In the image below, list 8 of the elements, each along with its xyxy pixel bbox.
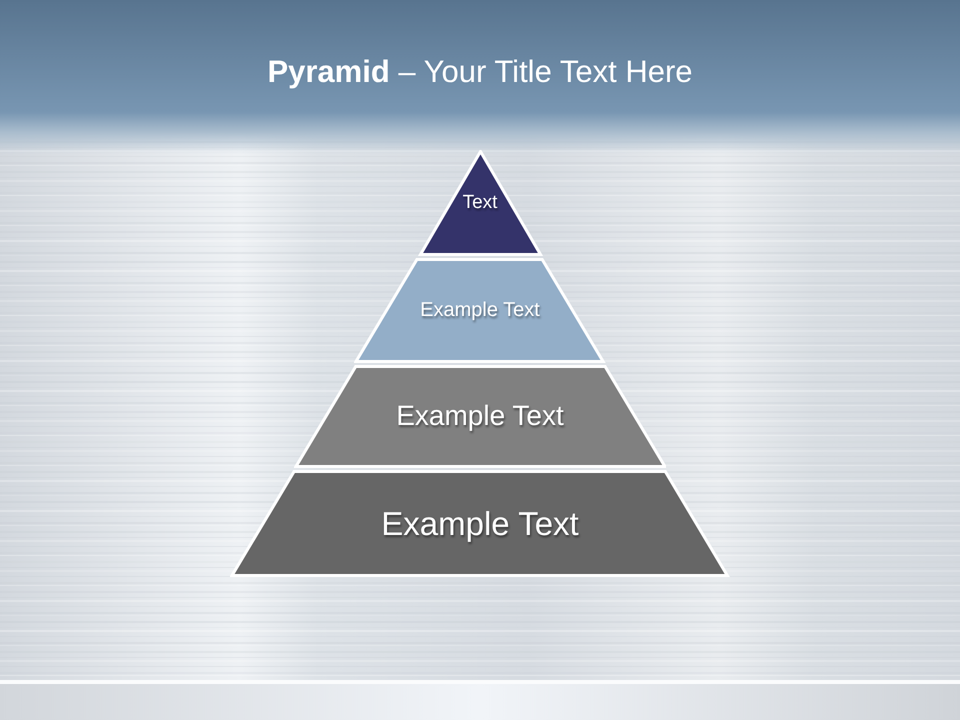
pyramid-tier bbox=[416, 150, 544, 256]
tier-label: Example Text bbox=[396, 400, 564, 433]
tier-label: Example Text bbox=[381, 504, 579, 542]
pyramid-tier bbox=[294, 365, 666, 468]
tier-label: Example Text bbox=[420, 299, 540, 322]
pyramid-tier bbox=[354, 258, 606, 363]
slide-title: Pyramid – Your Title Text Here bbox=[267, 53, 693, 91]
tier-label: Text bbox=[462, 192, 498, 214]
